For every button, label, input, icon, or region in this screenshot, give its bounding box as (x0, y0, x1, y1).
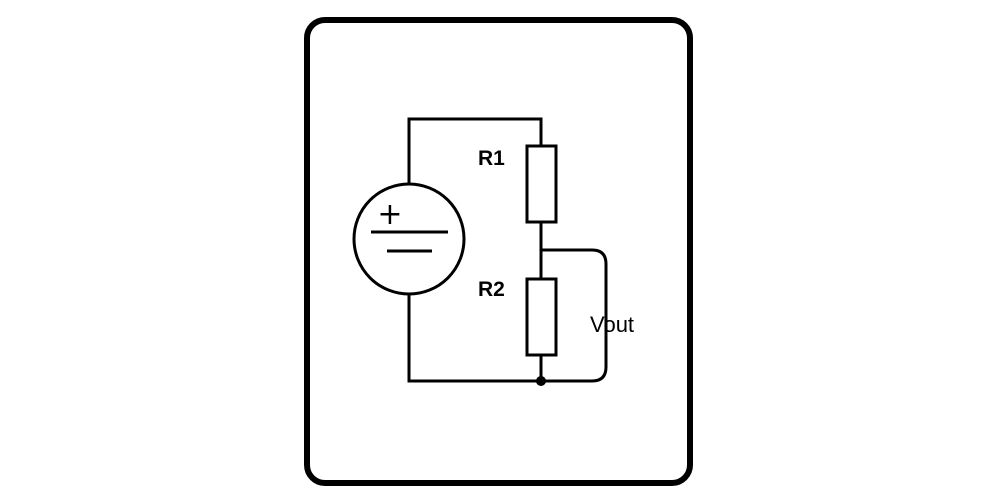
voltage-source-circle (352, 182, 466, 296)
label-r1: R1 (478, 147, 505, 170)
label-vout: Vout (590, 312, 634, 337)
junction-dot (536, 376, 546, 386)
vout-bracket (539, 248, 608, 383)
wire-bottom (407, 292, 543, 383)
circuit-wires (407, 117, 608, 383)
diagram-frame (304, 17, 693, 486)
resistor-r2 (525, 277, 558, 357)
label-r2: R2 (478, 278, 505, 301)
plus-sign: + (377, 197, 402, 232)
resistor-r1 (525, 144, 558, 224)
wire-left-top (407, 117, 543, 188)
voltage-source: + (352, 182, 466, 296)
